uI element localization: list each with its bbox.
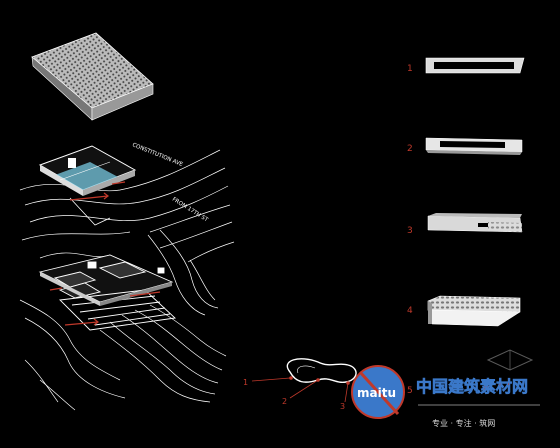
massing-step-2: 2 bbox=[407, 137, 523, 155]
lower-building-axonometric bbox=[38, 254, 176, 331]
site-contour-lines bbox=[19, 149, 235, 411]
red-arrows-upper bbox=[69, 181, 126, 201]
maitu-watermark-logo: maitu bbox=[351, 365, 405, 419]
red-arrows-lower bbox=[49, 287, 161, 326]
watermark-banner: 中国建筑素材网 专业 · 专注 · 筑网 bbox=[416, 377, 540, 428]
massing-step-4: 4 bbox=[407, 295, 521, 327]
canopy-roof-perspective bbox=[31, 32, 154, 121]
massing-step-3: 3 bbox=[407, 213, 523, 236]
massing-step-1: 1 bbox=[407, 57, 525, 74]
step-number-5: 5 bbox=[407, 386, 413, 396]
street-label-17th: FROM 17TH ST bbox=[171, 197, 209, 224]
corner-watermark-icon bbox=[486, 349, 534, 371]
site-plan-outline: 1 2 3 bbox=[243, 358, 357, 411]
watermark-caption-text: 专业 · 专注 · 筑网 bbox=[432, 418, 495, 428]
plan-marker-1: 1 bbox=[243, 378, 248, 387]
step-number-2: 2 bbox=[407, 144, 413, 154]
step-number-3: 3 bbox=[407, 226, 413, 236]
plan-marker-3: 3 bbox=[340, 402, 345, 411]
plan-marker-2: 2 bbox=[282, 397, 287, 406]
watermark-banner-text: 中国建筑素材网 bbox=[416, 377, 528, 396]
step-number-4: 4 bbox=[407, 306, 413, 316]
upper-pavilion-axonometric bbox=[38, 145, 137, 226]
watermark-logo-text: maitu bbox=[357, 386, 396, 400]
street-label-constitution: CONSTITUTION AVE bbox=[131, 142, 184, 168]
step-number-1: 1 bbox=[407, 64, 413, 74]
